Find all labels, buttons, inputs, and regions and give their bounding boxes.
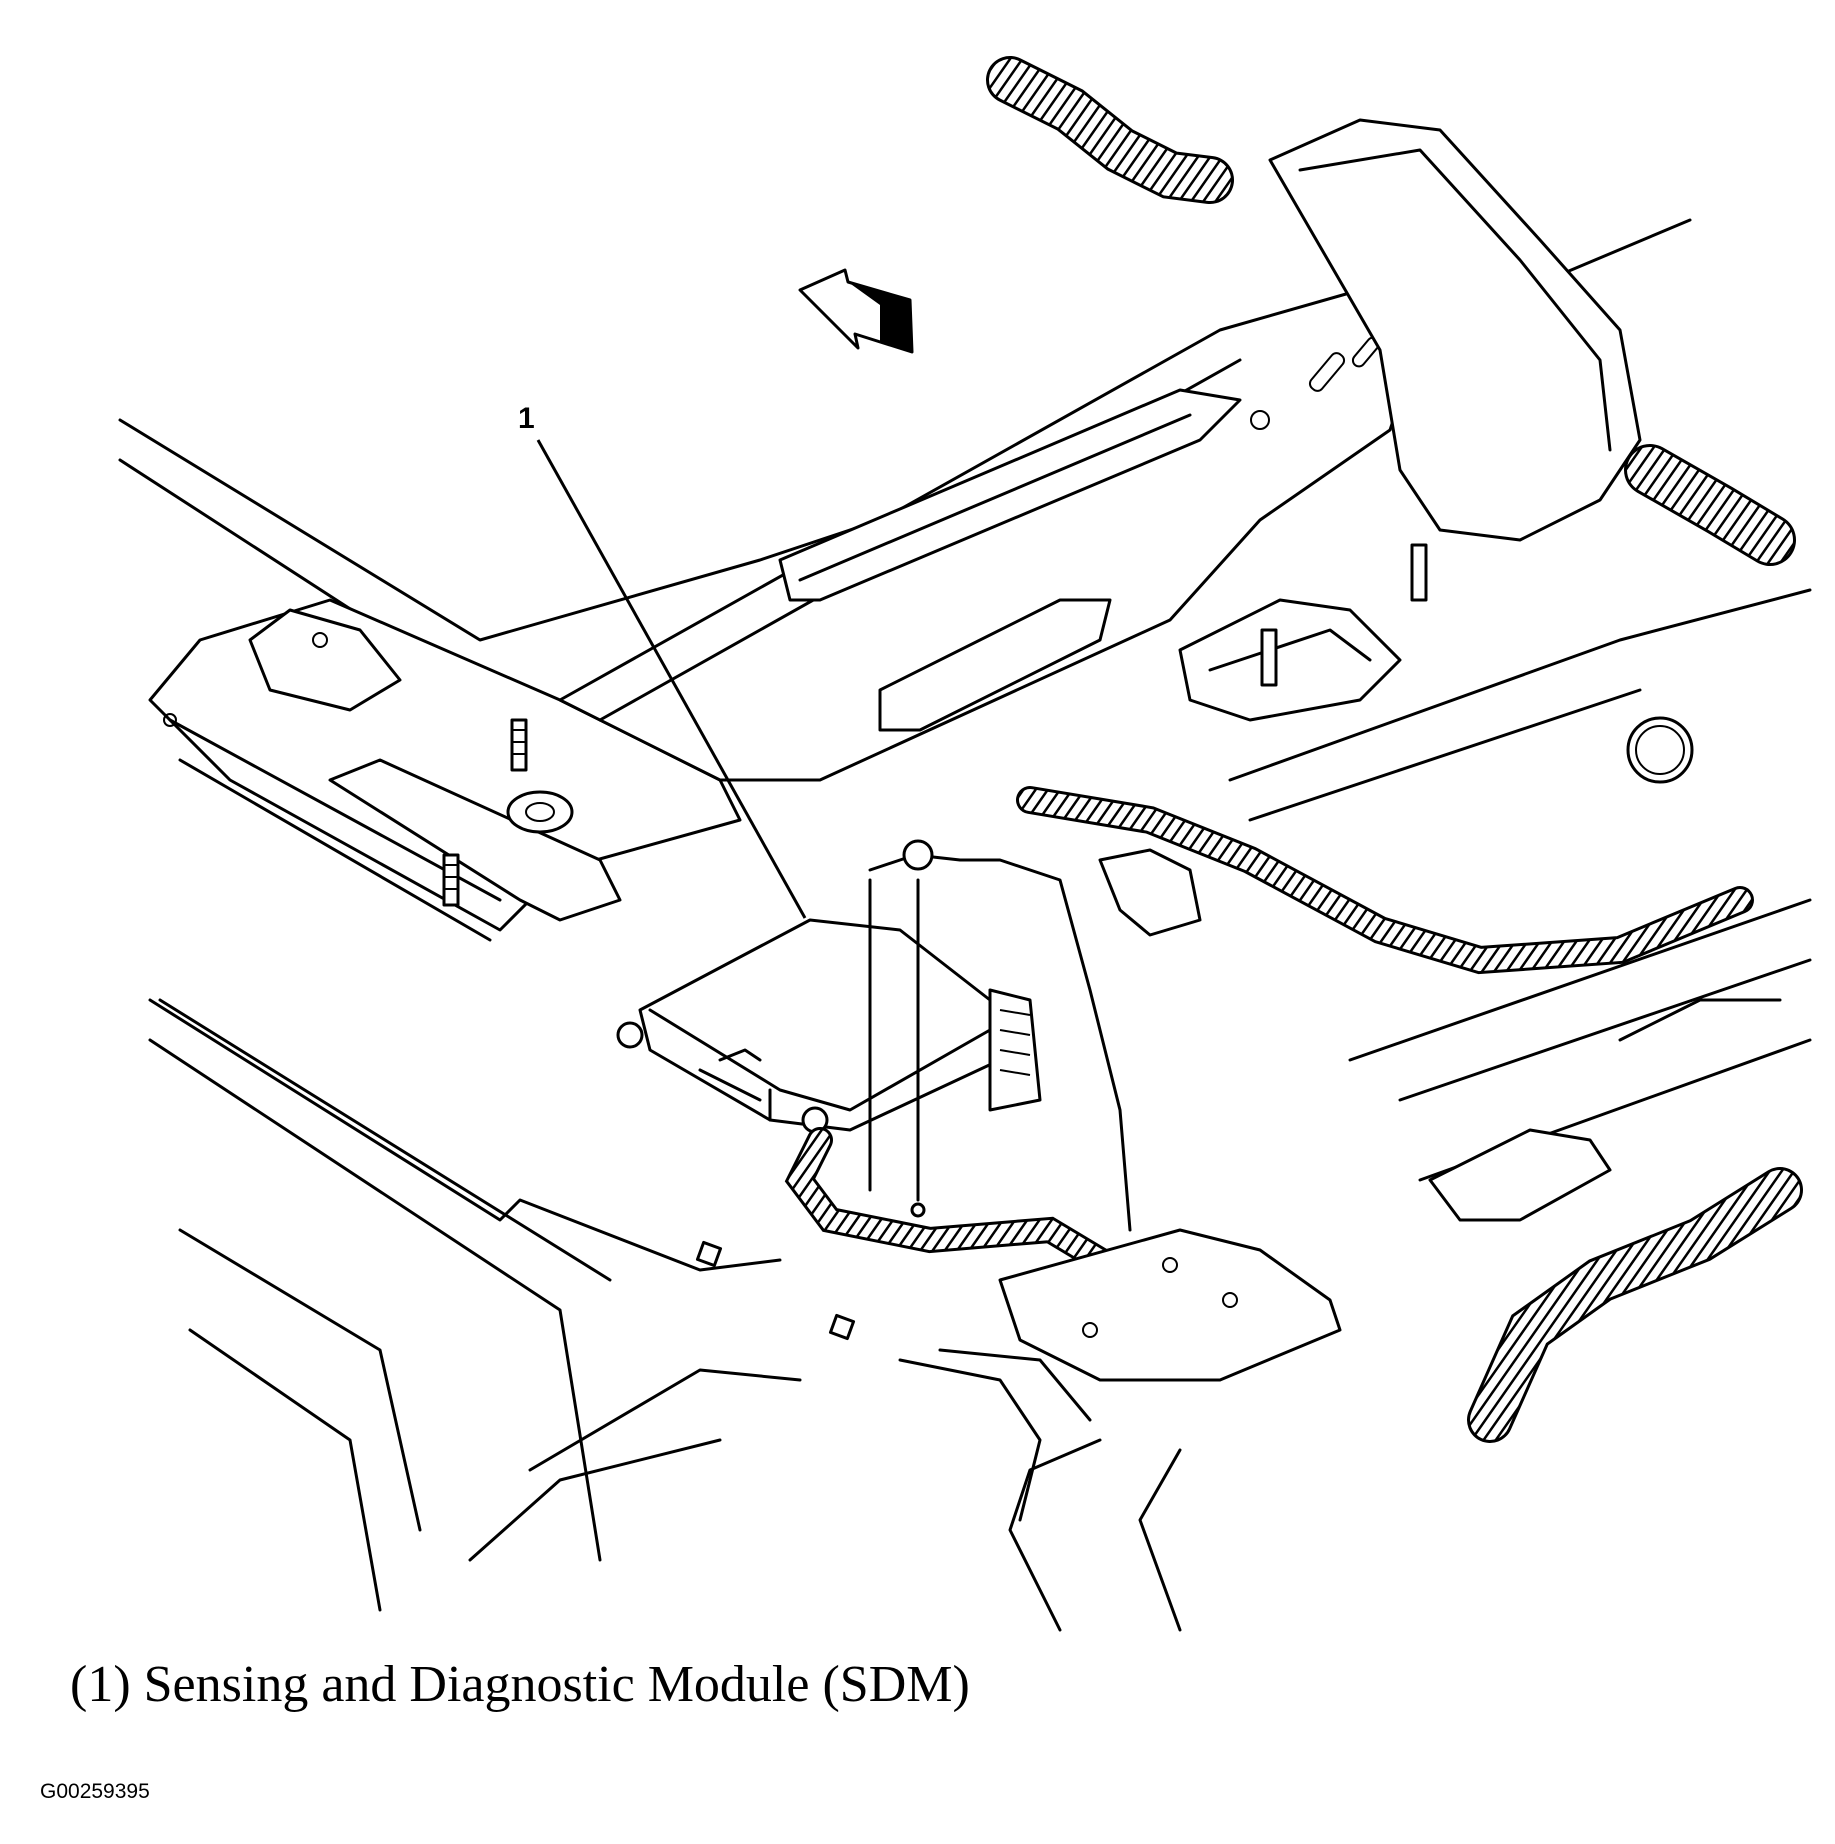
mounting-studs [442,543,1428,907]
callout-number: 1 [518,402,535,435]
rear-crossmember [1178,118,1694,784]
side-panel-cutouts [1428,998,1782,1222]
sdm-module [616,918,1042,1134]
figure-caption: (1) Sensing and Diagnostic Module (SDM) [70,1656,970,1713]
center-crossmember [558,288,1422,782]
left-rail [148,598,782,1272]
floor-pan [118,218,1812,1632]
figure-id: G00259395 [40,1780,150,1803]
ground-strap [868,839,1132,1232]
sdm-location-illustration [118,56,1812,1632]
wiring-harness [784,56,1803,1443]
front-tunnel [695,1228,1342,1522]
callout-leader-line [536,439,807,919]
forward-direction-arrow [798,268,914,354]
